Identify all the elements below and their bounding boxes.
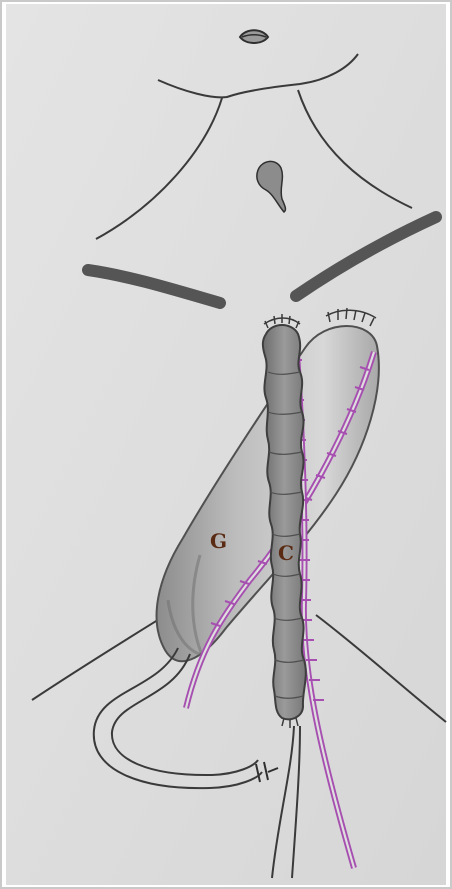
paper-background [6, 4, 446, 885]
colon-label: C [278, 541, 294, 565]
stomach-label: G [210, 529, 227, 553]
mouth-sketch [240, 30, 268, 43]
